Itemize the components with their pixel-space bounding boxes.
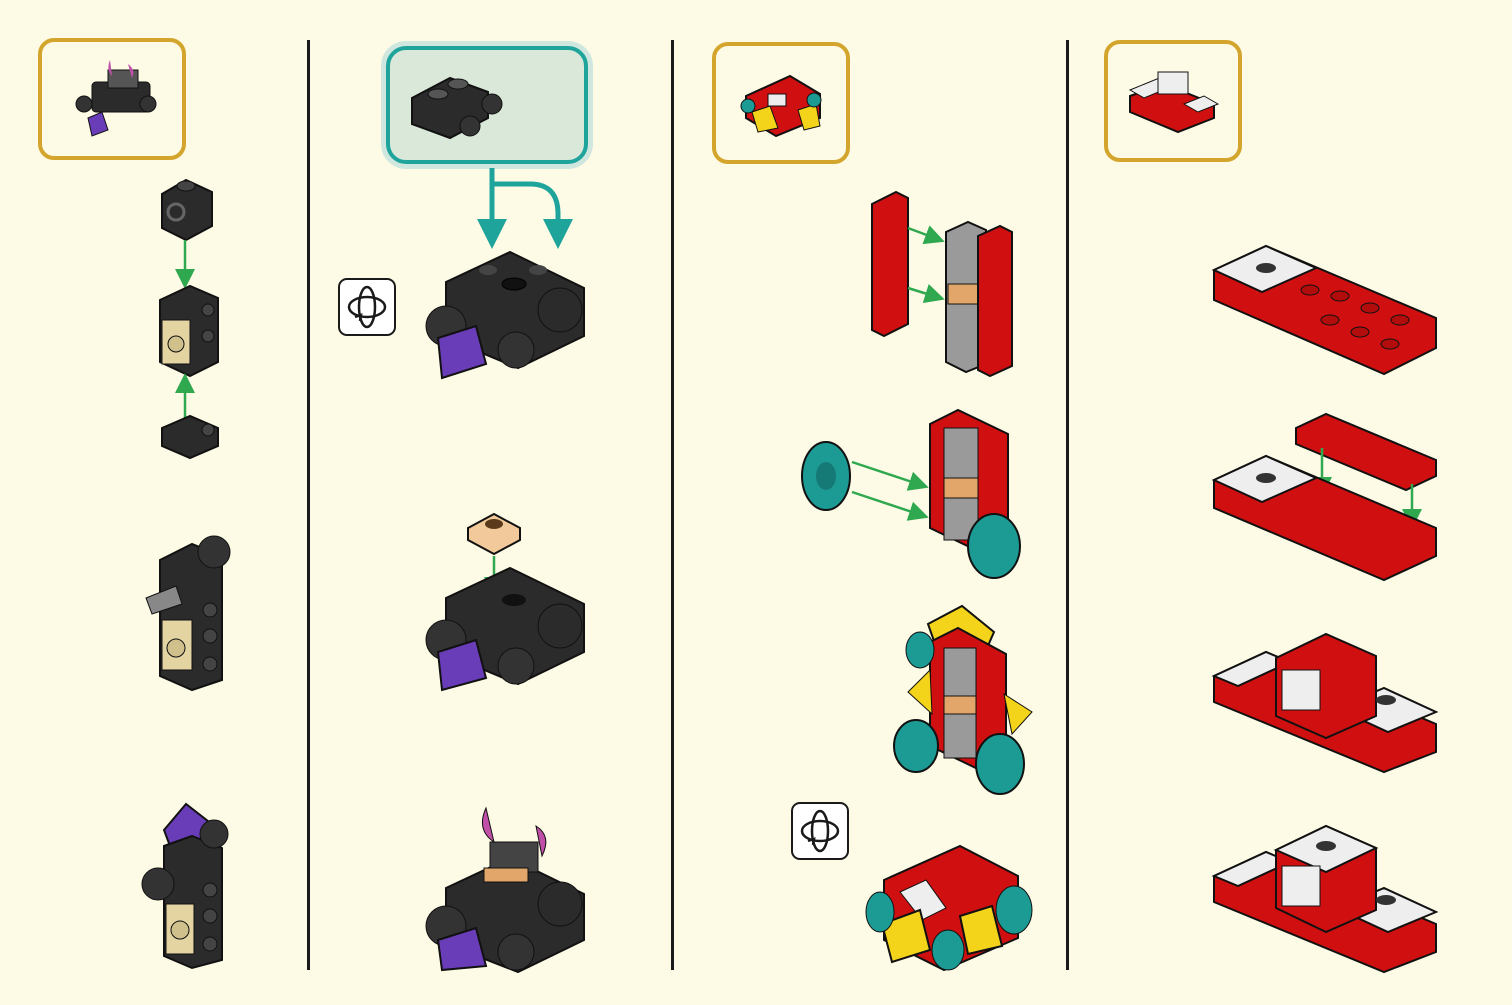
base-step-4 [1214,826,1436,972]
red-step-4 [866,846,1032,970]
step-1-brick-bottom [162,416,218,458]
step-2-assembly [146,536,230,690]
base-step-3 [1214,634,1436,772]
body-step-2 [426,514,584,690]
body-step-1 [426,252,584,378]
step-3-assembly [142,804,228,968]
red-step-3 [894,606,1032,794]
callout-part-black-plate [412,78,502,138]
rotate-arrows-icon [349,287,838,851]
step-1-brick-top [162,180,212,240]
callout-arrow [492,184,558,234]
thumb-black-vehicle-model [76,60,156,136]
step-1-brick-middle [160,286,218,376]
red-step-2 [802,410,1020,578]
thumb-red-base-model [1130,72,1218,132]
red-step-1 [872,192,1012,376]
thumb-red-vehicle-model [741,76,821,136]
base-step-1 [1214,246,1436,374]
base-step-2 [1214,414,1436,580]
body-step-3 [426,808,584,972]
